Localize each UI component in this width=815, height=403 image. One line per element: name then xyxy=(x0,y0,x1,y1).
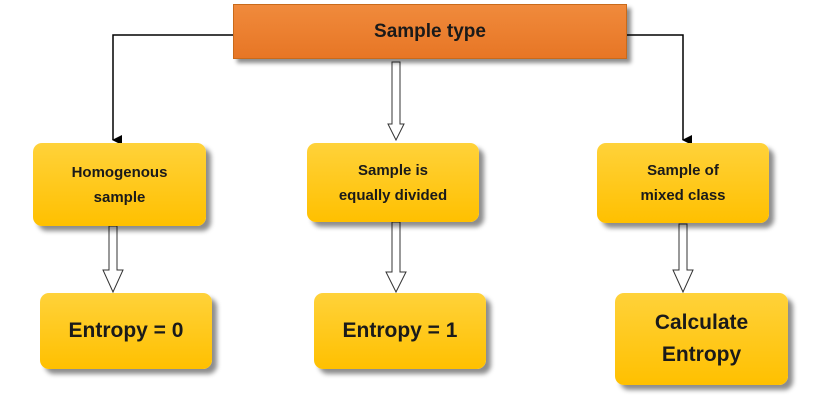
result-entropy-one-label: Entropy = 1 xyxy=(342,319,458,342)
node-equally-divided-label: Sample is equally divided xyxy=(338,161,448,204)
center-hollow-arrow xyxy=(387,61,405,142)
result-calculate-entropy-label: Calculate Entropy xyxy=(654,311,749,366)
node-mixed-class-label: Sample of mixed class xyxy=(640,162,726,204)
node-homogenous-sample: Homogenous sample xyxy=(33,143,206,226)
left-hollow-arrow xyxy=(102,225,124,294)
result-calculate-entropy: Calculate Entropy xyxy=(615,293,788,385)
right-hollow-arrow xyxy=(672,223,694,294)
node-homogenous-sample-label: Homogenous sample xyxy=(71,163,168,206)
node-equally-divided: Sample is equally divided xyxy=(307,143,479,222)
root-node-sample-type: Sample type xyxy=(233,4,627,59)
center-lower-hollow-arrow xyxy=(385,221,407,294)
result-entropy-zero: Entropy = 0 xyxy=(40,293,212,369)
node-mixed-class: Sample of mixed class xyxy=(597,143,769,223)
left-connector-arrow xyxy=(112,34,233,145)
result-entropy-one: Entropy = 1 xyxy=(314,293,486,369)
root-node-label: Sample type xyxy=(374,20,486,42)
right-connector-arrow xyxy=(627,34,692,145)
result-entropy-zero-label: Entropy = 0 xyxy=(68,319,184,342)
